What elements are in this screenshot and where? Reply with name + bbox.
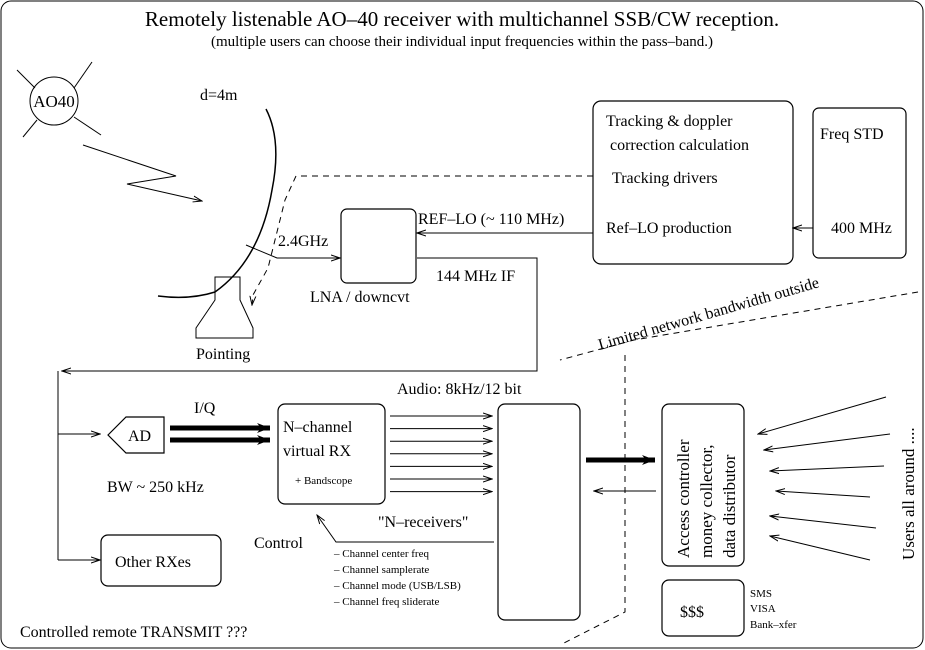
- payment-box: [661, 579, 745, 637]
- bandwidth-label: BW ~ 250 kHz: [107, 479, 204, 496]
- control-item: – Channel samplerate: [333, 564, 429, 576]
- network-boundary-upper: [559, 291, 919, 361]
- payment-label: $$$: [680, 604, 704, 621]
- payment-method: SMS: [750, 588, 772, 600]
- tracking-line-2: correction calculation: [610, 137, 749, 154]
- payment-method: VISA: [750, 603, 776, 615]
- control-label: Control: [254, 535, 303, 552]
- user-request-arrows: [758, 396, 891, 561]
- access-line-1: Access controller: [674, 439, 693, 558]
- if-output-line: [62, 257, 538, 371]
- freq-std-value: 400 MHz: [831, 220, 892, 237]
- user-request-arrow: [770, 536, 871, 561]
- control-item: – Channel center freq: [333, 548, 429, 560]
- users-label: Users all around ....: [899, 427, 918, 560]
- control-item: – Channel mode (USB/LSB): [333, 580, 461, 592]
- access-line-3: data distributor: [720, 454, 739, 558]
- network-boundary-lower: [559, 355, 626, 646]
- if-label: 144 MHz IF: [436, 268, 515, 285]
- ad-converter: [107, 416, 165, 454]
- control-arrow: [317, 515, 494, 543]
- lna-input-label: 2.4GHz: [278, 233, 328, 250]
- tracking-line-1: Tracking & doppler: [606, 113, 733, 130]
- lna-box: [340, 208, 417, 284]
- diagram-title: Remotely listenable AO–40 receiver with …: [145, 7, 779, 31]
- user-request-arrow: [764, 433, 891, 450]
- user-request-arrow: [770, 465, 885, 471]
- control-item: – Channel freq sliderate: [333, 596, 439, 608]
- user-request-arrow: [770, 516, 877, 529]
- ref-lo-label: REF–LO (~ 110 MHz): [418, 211, 564, 228]
- user-request-arrow: [776, 491, 871, 498]
- dish-reflector: [157, 108, 277, 299]
- virtual-rx-box: [277, 403, 386, 505]
- freq-std-box: [812, 107, 907, 259]
- signal-zigzag: [82, 144, 202, 201]
- virtual-rx-line-2: virtual RX: [283, 443, 351, 460]
- n-receivers-label: "N–receivers": [378, 514, 468, 531]
- lna-label: LNA / downcvt: [310, 289, 410, 306]
- satellite-icon: [16, 61, 102, 138]
- feed-line: [245, 244, 340, 258]
- tracking-box: [592, 100, 794, 265]
- iq-label: I/Q: [194, 400, 216, 417]
- pointing-label: Pointing: [196, 346, 250, 363]
- other-rx-box: [100, 534, 222, 587]
- diagram-subtitle: (multiple users can choose their individ…: [211, 34, 713, 50]
- access-controller-box: [661, 403, 745, 567]
- audio-label: Audio: 8kHz/12 bit: [397, 381, 522, 398]
- payment-method: Bank–xfer: [750, 619, 797, 631]
- other-rx-label: Other RXes: [115, 554, 191, 571]
- tracking-line-3: Tracking drivers: [612, 170, 718, 187]
- freq-std-label: Freq STD: [820, 126, 884, 143]
- user-request-arrow: [758, 396, 887, 434]
- tracking-line-4: Ref–LO production: [606, 220, 732, 237]
- audio-channel-arrows: [390, 416, 492, 492]
- audio-collector-box: [497, 403, 581, 621]
- dish-label: d=4m: [200, 87, 238, 104]
- virtual-rx-line-1: N–channel: [283, 419, 353, 436]
- transmit-label: Controlled remote TRANSMIT ???: [20, 624, 247, 641]
- satellite-label: AO40: [33, 92, 75, 111]
- pointing-mount: [195, 276, 254, 339]
- bandscope-label: + Bandscope: [295, 475, 352, 487]
- tracking-control-line: [252, 175, 593, 305]
- ad-label: AD: [128, 428, 151, 445]
- access-line-2: money collector,: [697, 444, 716, 558]
